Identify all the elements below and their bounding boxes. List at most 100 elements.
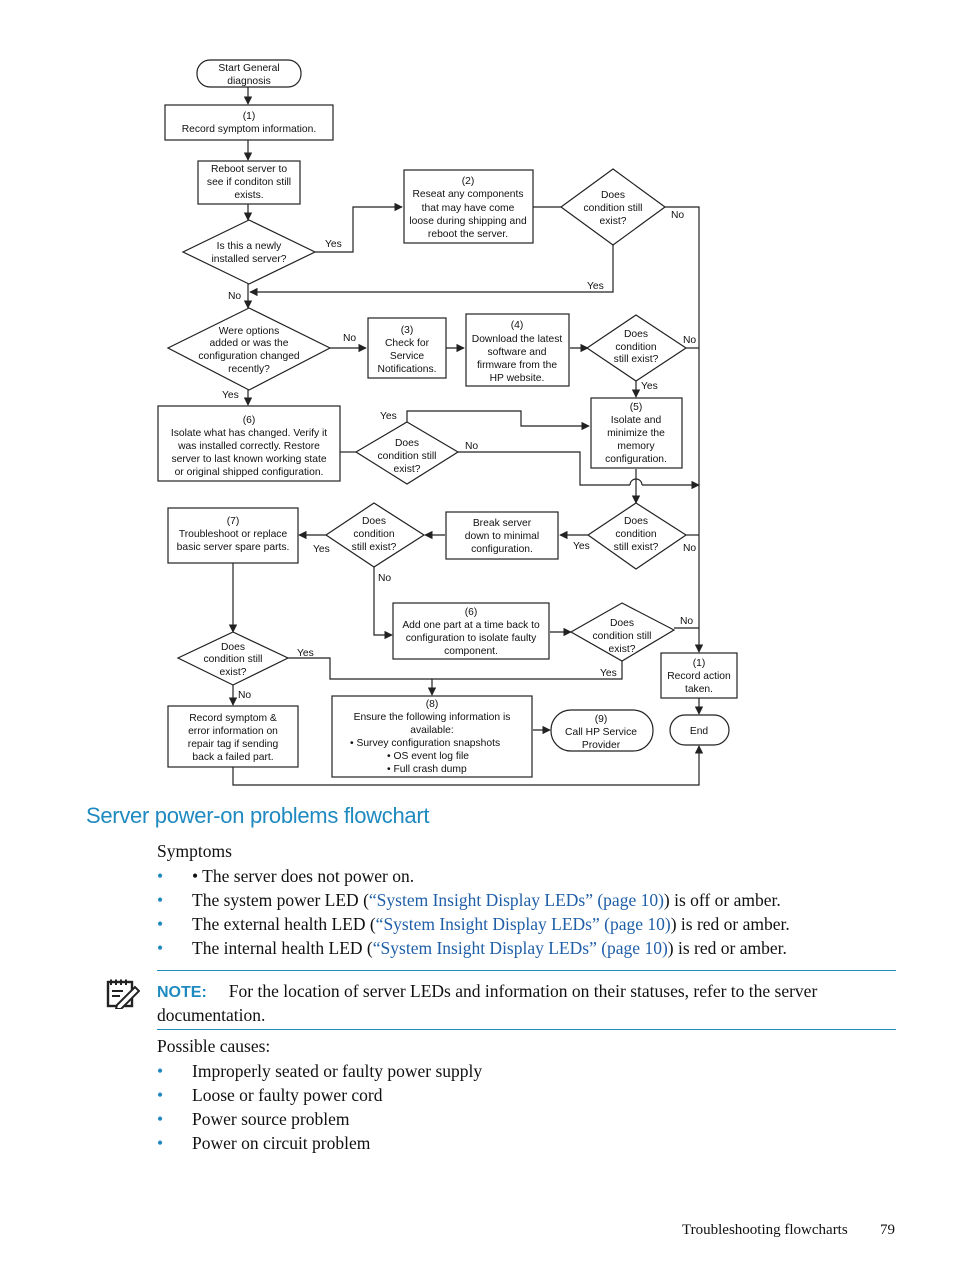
system-insight-leds-link[interactable]: “System Insight Display LEDs” (page 10) [368,890,664,910]
label-yes: Yes [313,544,330,555]
step-9-terminal: (9) Call HP Service Provider [550,709,654,752]
svg-text:Does: Does [221,642,245,653]
svg-text:condition: condition [615,529,656,540]
list-item: • • The server does not power on. [157,866,415,886]
label-no: No [683,543,696,554]
svg-text:minimize the: minimize the [607,428,665,439]
svg-text:still exist?: still exist? [614,354,659,365]
bullet-icon: • [157,938,164,958]
step-5-box: (5) Isolate and minimize the memory conf… [590,397,683,469]
step-8-box: (8) Ensure the following information is … [331,695,533,778]
svg-text:memory: memory [617,441,655,452]
svg-text:exist?: exist? [600,216,627,227]
svg-text:Notifications.: Notifications. [378,364,437,375]
svg-text:condition still: condition still [593,631,652,642]
note-pencil-icon [106,979,140,1009]
svg-text:Were options: Were options [219,326,279,337]
system-insight-leds-link[interactable]: “System Insight Display LEDs” (page 10) [372,938,668,958]
condition-decision-a: Does condition still exist? [559,168,667,246]
svg-text:installed server?: installed server? [212,254,287,265]
svg-text:Isolate and: Isolate and [611,415,662,426]
flowchart-connectors [228,87,704,786]
svg-text:Break server: Break server [473,518,532,529]
step-4-box: (4) Download the latest software and fir… [465,313,570,387]
svg-text:still exist?: still exist? [352,542,397,553]
svg-text:(2): (2) [462,176,475,187]
end-terminal: End [669,714,730,746]
svg-text:condition still: condition still [378,451,437,462]
start-line-2: diagnosis [227,76,271,87]
svg-text:back a failed part.: back a failed part. [192,752,273,763]
note-box: NOTE:For the location of server LEDs and… [157,970,896,1030]
svg-text:Provider: Provider [582,740,621,751]
reboot-box: Reboot server to see if conditon still e… [197,160,301,205]
svg-text:(3): (3) [401,325,414,336]
svg-text:exist?: exist? [609,644,636,655]
list-item: • Power on circuit problem [157,1133,371,1153]
svg-text:Ensure the following informati: Ensure the following information is [354,712,511,723]
svg-text:Does: Does [624,516,648,527]
svg-text:or original shipped configurat: or original shipped configuration. [175,467,324,478]
label-yes: Yes [380,411,397,422]
svg-text:server to last known working s: server to last known working state [171,454,326,465]
svg-text:(1): (1) [693,658,706,669]
step-3-box: (3) Check for Service Notifications. [367,317,447,379]
branch-labels: Yes No Yes No No No Yes Yes Yes No Yes N… [222,210,696,701]
options-changed-decision: Were options added or was the configurat… [166,307,332,391]
svg-text:(6): (6) [465,607,478,618]
svg-text:(8): (8) [426,699,439,710]
svg-text:Service: Service [390,351,425,362]
svg-text:Isolate what has changed. Veri: Isolate what has changed. Verify it [171,428,327,439]
bullet-icon: • [157,866,164,886]
label-yes: Yes [222,390,239,401]
svg-text:condition: condition [353,529,394,540]
svg-text:Does: Does [601,190,625,201]
list-item: • The external health LED (“System Insig… [157,914,790,934]
svg-text:configuration to isolate fault: configuration to isolate faulty [406,633,537,644]
svg-text:basic server spare parts.: basic server spare parts. [177,542,290,553]
causes-list: • Improperly seated or faulty power supp… [157,1059,482,1155]
svg-text:Download the latest: Download the latest [472,334,563,345]
svg-text:• OS event log file: • OS event log file [387,751,469,762]
svg-text:(1): (1) [243,111,256,122]
svg-text:configuration.: configuration. [605,454,667,465]
footer-section: Troubleshooting flowcharts [682,1222,848,1238]
svg-text:Is this a newly: Is this a newly [217,241,283,252]
bullet-icon: • [157,1085,164,1105]
label-no: No [228,291,241,302]
label-no: No [671,210,684,221]
svg-text:Does: Does [395,438,419,449]
start-terminal: Start General diagnosis [196,59,302,88]
record-repair-box: Record symptom & error information on re… [167,705,299,768]
step-6b-box: (6) Add one part at a time back to confi… [392,602,550,660]
svg-text:HP website.: HP website. [490,373,545,384]
list-item: • Improperly seated or faulty power supp… [157,1061,483,1081]
svg-text:Reboot server to: Reboot server to [211,164,287,175]
svg-text:exist?: exist? [394,464,421,475]
step-1-box: (1) Record symptom information. [164,104,334,141]
bullet-icon: • [157,914,164,934]
svg-text:was installed correctly. Rest: was installed correctly. Restore [177,441,320,452]
svg-text:Call HP Service: Call HP Service [565,727,637,738]
svg-text:(4): (4) [511,320,524,331]
bullet-icon: • [157,1061,164,1081]
note-text: NOTE:For the location of server LEDs and… [157,981,818,1025]
svg-text:Does: Does [624,329,648,340]
svg-text:condition: condition [615,342,656,353]
svg-text:see if conditon still: see if conditon still [207,177,291,188]
label-yes: Yes [641,381,658,392]
svg-text:loose during shipping and: loose during shipping and [409,216,527,227]
label-yes: Yes [600,668,617,679]
svg-text:added or was the: added or was the [210,338,289,349]
condition-decision-b: Does condition still exist? [585,314,688,382]
list-item: • The internal health LED (“System Insig… [157,938,787,958]
svg-text:configuration.: configuration. [471,544,533,555]
newly-installed-decision: Is this a newly installed server? [181,219,317,285]
system-insight-leds-link[interactable]: “System Insight Display LEDs” (page 10) [375,914,671,934]
record-action-box: (1) Record action taken. [660,652,738,699]
svg-text:Record action: Record action [667,671,731,682]
svg-text:Record symptom &: Record symptom & [189,713,277,724]
svg-text:recently?: recently? [228,364,270,375]
bullet-icon: • [157,890,164,910]
break-server-box: Break server down to minimal configurati… [445,511,559,560]
